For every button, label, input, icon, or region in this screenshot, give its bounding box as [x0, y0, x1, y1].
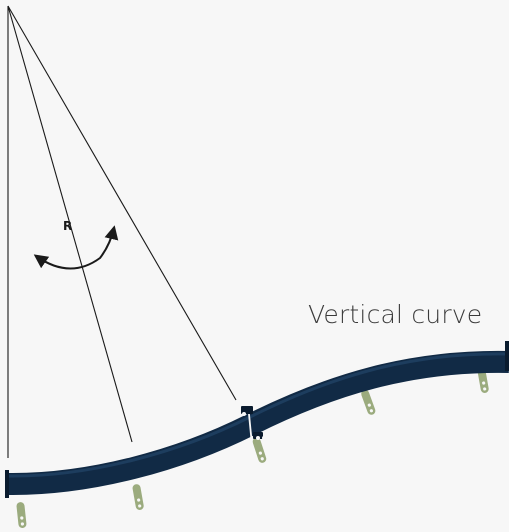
radius-lines	[7, 5, 237, 458]
rail-end-cap-left	[5, 470, 9, 498]
rail-joint-icon	[241, 403, 266, 446]
rail-body	[7, 350, 509, 496]
rail-end-cap-right	[505, 341, 509, 371]
radius-label: R	[63, 219, 72, 233]
mounting-bracket-icon	[16, 502, 27, 528]
mounting-bracket-icon	[252, 437, 267, 463]
mounting-bracket-icon	[361, 389, 376, 415]
mounting-bracket-icon	[132, 484, 144, 510]
brackets	[16, 367, 489, 528]
radius-line-middle	[7, 5, 133, 443]
curved-rail	[5, 341, 509, 498]
mounting-bracket-icon	[477, 367, 489, 393]
diagram-caption: Vertical curve	[308, 300, 483, 329]
curved-double-arrow-icon	[33, 225, 119, 270]
radius-line-right	[7, 5, 237, 401]
